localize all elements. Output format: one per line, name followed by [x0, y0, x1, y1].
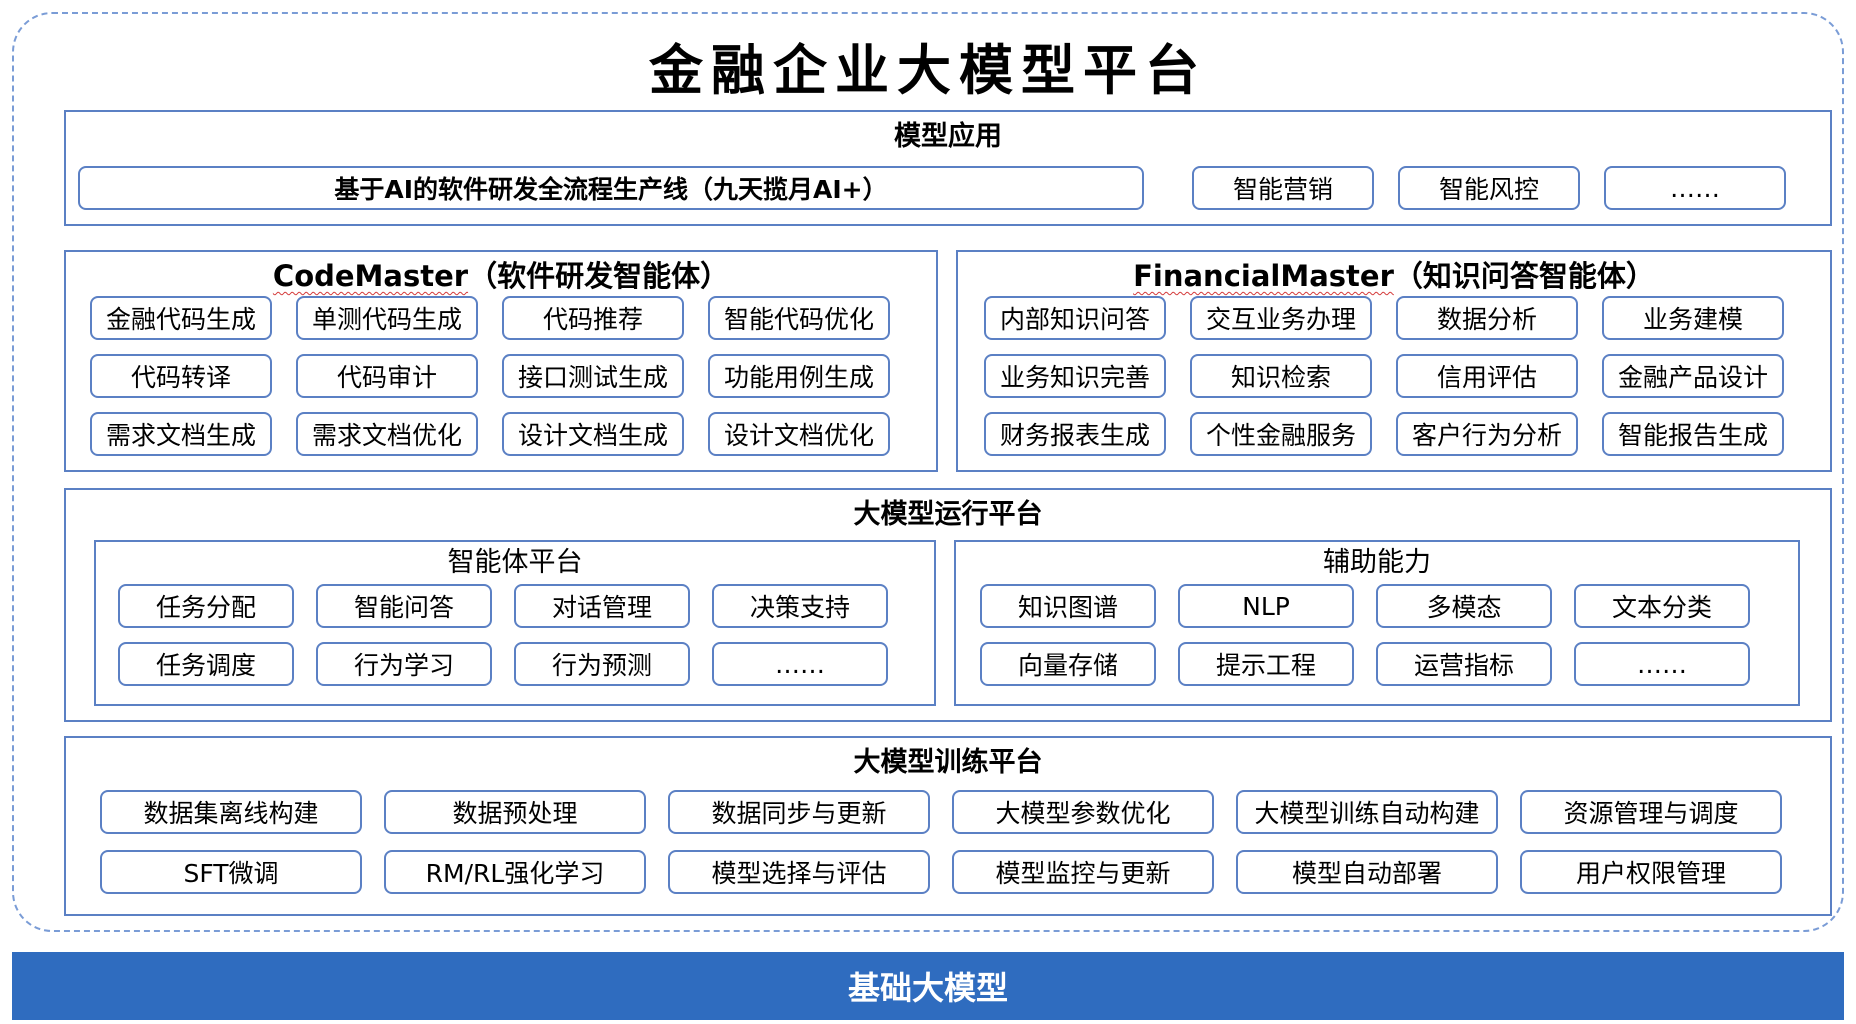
financialmaster-item[interactable]: 知识检索: [1190, 354, 1372, 398]
financialmaster-item[interactable]: 内部知识问答: [984, 296, 1166, 340]
runtime-title: 大模型运行平台: [853, 499, 1043, 530]
financialmaster-item[interactable]: 金融产品设计: [1602, 354, 1784, 398]
financialmaster-item[interactable]: 财务报表生成: [984, 412, 1166, 456]
agent-platform-title: 智能体平台: [447, 547, 583, 578]
financialmaster-title: FinancialMaster（知识问答智能体）: [958, 258, 1830, 294]
codemaster-desc: （软件研发智能体）: [468, 259, 730, 293]
agent-platform-item[interactable]: 智能问答: [316, 584, 492, 628]
training-title: 大模型训练平台: [853, 747, 1043, 778]
codemaster-item[interactable]: 功能用例生成: [708, 354, 890, 398]
agent-platform-item[interactable]: 行为学习: [316, 642, 492, 686]
aux-capability-item[interactable]: 多模态: [1376, 584, 1552, 628]
aux-capability-item[interactable]: 运营指标: [1376, 642, 1552, 686]
codemaster-item[interactable]: 接口测试生成: [502, 354, 684, 398]
training-item[interactable]: 资源管理与调度: [1520, 790, 1782, 834]
codemaster-title: CodeMaster（软件研发智能体）: [66, 258, 936, 294]
training-item[interactable]: RM/RL强化学习: [384, 850, 646, 894]
aux-capability-item[interactable]: 知识图谱: [980, 584, 1156, 628]
aux-capability-item[interactable]: 文本分类: [1574, 584, 1750, 628]
training-item[interactable]: 大模型参数优化: [952, 790, 1214, 834]
training-item[interactable]: 模型监控与更新: [952, 850, 1214, 894]
codemaster-item[interactable]: 智能代码优化: [708, 296, 890, 340]
training-item[interactable]: 数据集离线构建: [100, 790, 362, 834]
financialmaster-desc: （知识问答智能体）: [1393, 259, 1655, 293]
aux-capability-item[interactable]: NLP: [1178, 584, 1354, 628]
agent-platform-item[interactable]: ……: [712, 642, 888, 686]
financialmaster-item[interactable]: 业务知识完善: [984, 354, 1166, 398]
codemaster-item[interactable]: 单测代码生成: [296, 296, 478, 340]
training-item[interactable]: 大模型训练自动构建: [1236, 790, 1498, 834]
financialmaster-item[interactable]: 信用评估: [1396, 354, 1578, 398]
codemaster-item[interactable]: 需求文档生成: [90, 412, 272, 456]
financialmaster-item[interactable]: 业务建模: [1602, 296, 1784, 340]
financialmaster-item[interactable]: 个性金融服务: [1190, 412, 1372, 456]
financialmaster-name: FinancialMaster: [1133, 259, 1394, 293]
training-item[interactable]: 模型选择与评估: [668, 850, 930, 894]
agent-platform-item[interactable]: 对话管理: [514, 584, 690, 628]
codemaster-item[interactable]: 金融代码生成: [90, 296, 272, 340]
agent-platform-item[interactable]: 任务调度: [118, 642, 294, 686]
app-item[interactable]: 基于AI的软件研发全流程生产线（九天揽月AI+）: [78, 166, 1144, 210]
training-item[interactable]: 用户权限管理: [1520, 850, 1782, 894]
financialmaster-item[interactable]: 数据分析: [1396, 296, 1578, 340]
codemaster-item[interactable]: 需求文档优化: [296, 412, 478, 456]
codemaster-name: CodeMaster: [272, 259, 469, 293]
financialmaster-item[interactable]: 交互业务办理: [1190, 296, 1372, 340]
page-title: 金融企业大模型平台: [649, 38, 1207, 102]
training-item[interactable]: SFT微调: [100, 850, 362, 894]
codemaster-item[interactable]: 设计文档优化: [708, 412, 890, 456]
codemaster-item[interactable]: 设计文档生成: [502, 412, 684, 456]
aux-capability-item[interactable]: ……: [1574, 642, 1750, 686]
app-item[interactable]: 智能营销: [1192, 166, 1374, 210]
platform-boundary: [12, 12, 1844, 932]
codemaster-item[interactable]: 代码转译: [90, 354, 272, 398]
agent-platform-item[interactable]: 决策支持: [712, 584, 888, 628]
app-item[interactable]: ……: [1604, 166, 1786, 210]
codemaster-item[interactable]: 代码推荐: [502, 296, 684, 340]
aux-capability-item[interactable]: 提示工程: [1178, 642, 1354, 686]
training-item[interactable]: 数据预处理: [384, 790, 646, 834]
aux-capability-item[interactable]: 向量存储: [980, 642, 1156, 686]
foundation-model-bar: 基础大模型: [12, 952, 1844, 1020]
aux-capability-title: 辅助能力: [1323, 547, 1431, 578]
financialmaster-item[interactable]: 客户行为分析: [1396, 412, 1578, 456]
codemaster-item[interactable]: 代码审计: [296, 354, 478, 398]
agent-platform-item[interactable]: 任务分配: [118, 584, 294, 628]
training-item[interactable]: 模型自动部署: [1236, 850, 1498, 894]
agent-platform-item[interactable]: 行为预测: [514, 642, 690, 686]
training-item[interactable]: 数据同步与更新: [668, 790, 930, 834]
app-item[interactable]: 智能风控: [1398, 166, 1580, 210]
financialmaster-item[interactable]: 智能报告生成: [1602, 412, 1784, 456]
application-title: 模型应用: [894, 121, 1002, 152]
